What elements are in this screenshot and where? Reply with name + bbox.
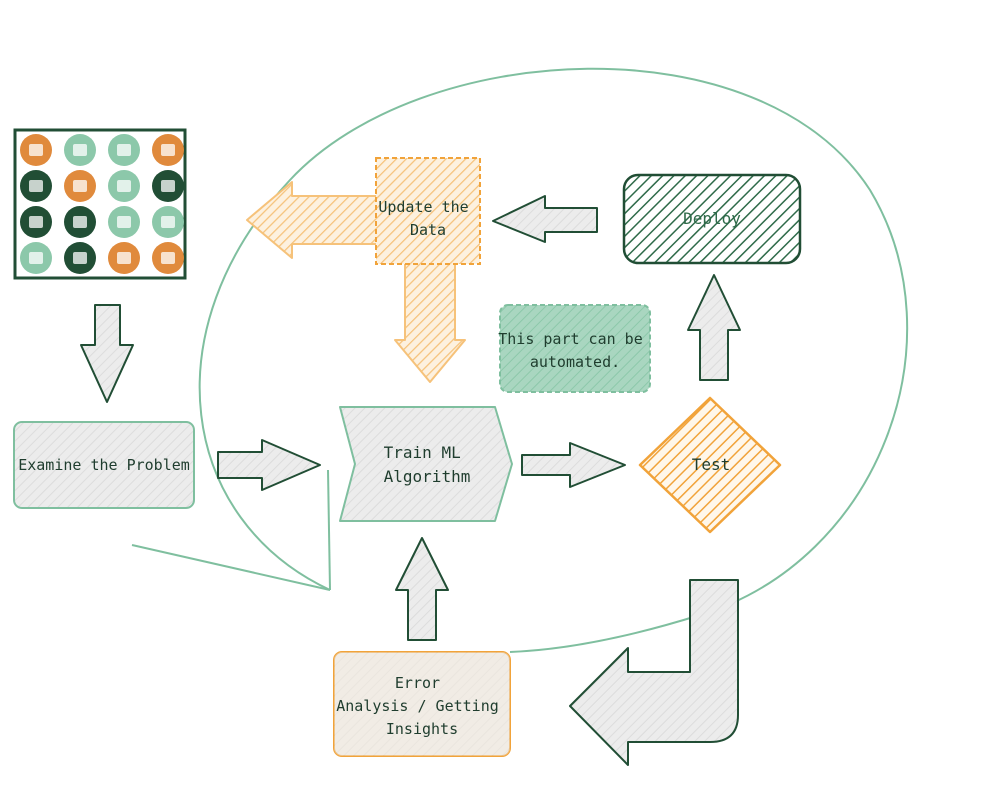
arrow-train-to-test: [521, 442, 626, 488]
update-data-label-line2: Data: [410, 221, 446, 239]
error-analysis-node: Error Analysis / Getting Insights: [333, 651, 511, 757]
test-label: Test: [692, 455, 731, 474]
gear-board-icon: [20, 134, 52, 166]
factory-icon: [152, 206, 184, 238]
examine-problem-label: Examine the Problem: [18, 456, 190, 474]
error-analysis-line1: Error: [395, 674, 440, 692]
database-icon: [64, 170, 96, 202]
satellite-dish-icon: [20, 242, 52, 274]
automation-note-line2: automated.: [530, 353, 620, 371]
error-analysis-line2: Analysis / Getting: [336, 697, 499, 715]
gears-icon: [108, 170, 140, 202]
examine-problem-node: Examine the Problem: [13, 421, 195, 509]
svg-text:Train ML Algorithm: Train ML Algorithm: [384, 443, 471, 486]
arrow-deploy-to-update: [492, 195, 598, 243]
grid-icon: [64, 206, 96, 238]
arrow-test-to-error: [569, 579, 739, 766]
svg-text:Error Analysis / Getting: Error Analysis / Getting Insights: [336, 674, 508, 738]
deploy-label: Deploy: [683, 209, 741, 228]
automation-note: This part can be automated.: [498, 304, 652, 393]
document-icon: [108, 242, 140, 274]
cloud-network-icon: [108, 134, 140, 166]
arrow-examine-to-train: [217, 439, 321, 491]
deploy-node: Deploy: [622, 173, 802, 265]
printer-icon: [108, 206, 140, 238]
chip-icon: [64, 134, 96, 166]
server-stack-icon: [20, 206, 52, 238]
train-ml-label-line1: Train ML: [384, 443, 461, 462]
test-node: Test: [638, 396, 782, 534]
train-ml-node: Train ML Algorithm: [339, 406, 513, 522]
automation-note-line1: This part can be: [498, 330, 643, 348]
arrow-test-to-deploy: [687, 274, 741, 381]
arrow-error-to-train: [395, 537, 449, 641]
svg-text:This part can be automat: This part can be automated.: [498, 330, 652, 371]
truck-icon: [152, 242, 184, 274]
svg-text:Update the Data: Update the Data: [378, 198, 477, 239]
hierarchy-icon: [152, 170, 184, 202]
cloud-icon: [20, 170, 52, 202]
update-data-label-line1: Update the: [378, 198, 468, 216]
arrow-down-to-examine: [80, 304, 134, 403]
mobile-icon: [64, 242, 96, 274]
error-analysis-line3: Insights: [386, 720, 458, 738]
icon-grid: [13, 128, 187, 280]
train-ml-label-line2: Algorithm: [384, 467, 471, 486]
update-data-node: Update the Data: [246, 157, 481, 383]
server-icon: [152, 134, 184, 166]
